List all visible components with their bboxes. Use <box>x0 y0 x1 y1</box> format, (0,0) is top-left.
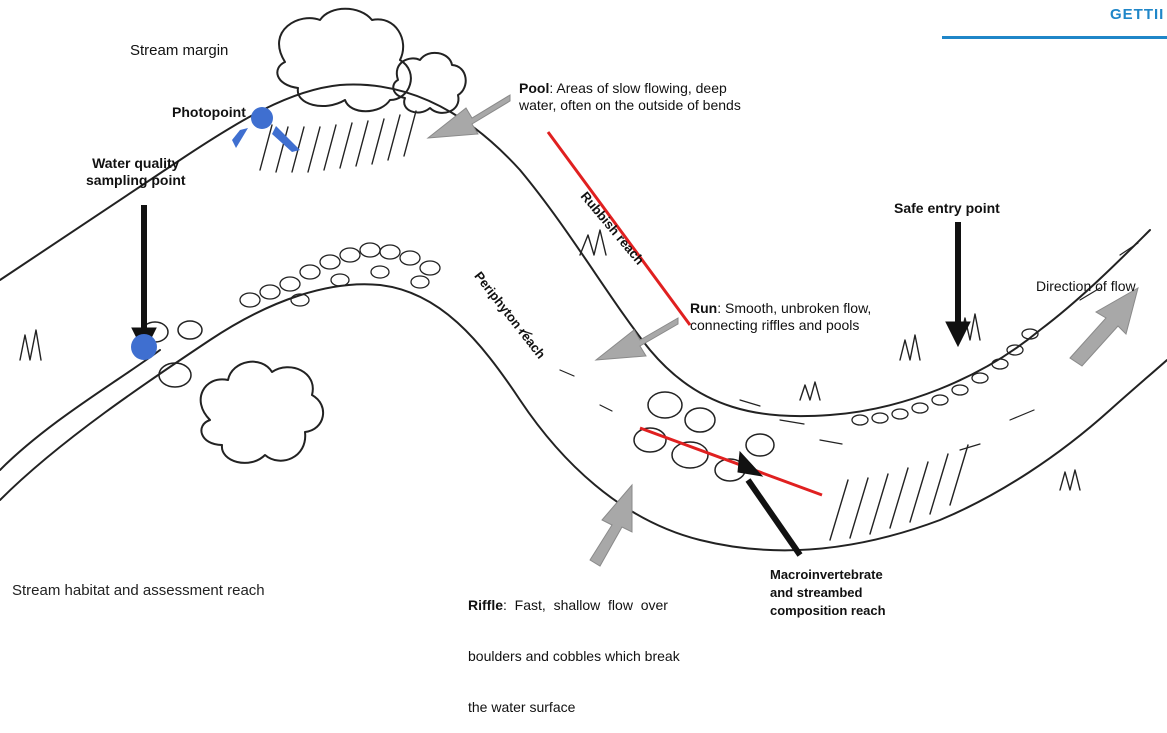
photopoint-label: Photopoint <box>172 104 246 121</box>
pool-desc-line1: : Areas of slow flowing, deep <box>549 80 726 96</box>
pool-arrow <box>428 95 510 138</box>
water-quality-label: Water quality sampling point <box>86 155 186 189</box>
macro-label-line2: and streambed <box>770 584 886 602</box>
riffle-desc-line1: : Fast, shallow flow over <box>503 597 668 613</box>
macro-arrow-shaft <box>748 480 800 555</box>
safe-entry-label: Safe entry point <box>894 200 1000 217</box>
macro-label-line3: composition reach <box>770 602 886 620</box>
run-desc-line2: connecting riffles and pools <box>690 317 871 334</box>
cobble-bank-right <box>852 329 1038 425</box>
water-quality-label-line2: sampling point <box>86 172 186 189</box>
pool-term: Pool <box>519 80 549 96</box>
riffle-label: Riffle: Fast, shallow flow over boulders… <box>468 563 680 733</box>
run-desc-line1: : Smooth, unbroken flow, <box>717 300 871 316</box>
run-label: Run: Smooth, unbroken flow, connecting r… <box>690 300 871 334</box>
bush-top-right <box>393 53 465 113</box>
stream-margin-label: Stream margin <box>130 42 228 59</box>
figure-caption: Stream habitat and assessment reach <box>12 582 265 599</box>
bank-hatching-bottom <box>830 445 968 540</box>
lower-bank <box>0 284 1167 550</box>
riffle-desc-line3: the water surface <box>468 699 680 716</box>
pool-desc-line2: water, often on the outside of bends <box>519 97 741 114</box>
run-arrow <box>596 318 678 360</box>
photopoint-view-arrow-left <box>232 128 248 148</box>
macroinvertebrate-label: Macroinvertebrate and streambed composit… <box>770 566 886 620</box>
riffle-term: Riffle <box>468 597 503 613</box>
sampling-point-marker <box>131 334 157 360</box>
pool-label: Pool: Areas of slow flowing, deep water,… <box>519 80 741 114</box>
water-quality-label-line1: Water quality <box>86 155 186 172</box>
safe-entry-arrow-head <box>946 322 970 346</box>
riffle-desc-line2: boulders and cobbles which break <box>468 648 680 665</box>
direction-of-flow-label: Direction of flow <box>1036 278 1136 295</box>
macro-label-line1: Macroinvertebrate <box>770 566 886 584</box>
photopoint-marker <box>251 107 273 129</box>
macroinvertebrate-reach-line <box>640 428 822 495</box>
left-margin-line <box>0 350 160 470</box>
photopoint-view-arrow-right <box>272 126 300 152</box>
bush-bottom <box>201 362 323 463</box>
cobble-bank-left <box>240 243 440 307</box>
run-term: Run <box>690 300 717 316</box>
